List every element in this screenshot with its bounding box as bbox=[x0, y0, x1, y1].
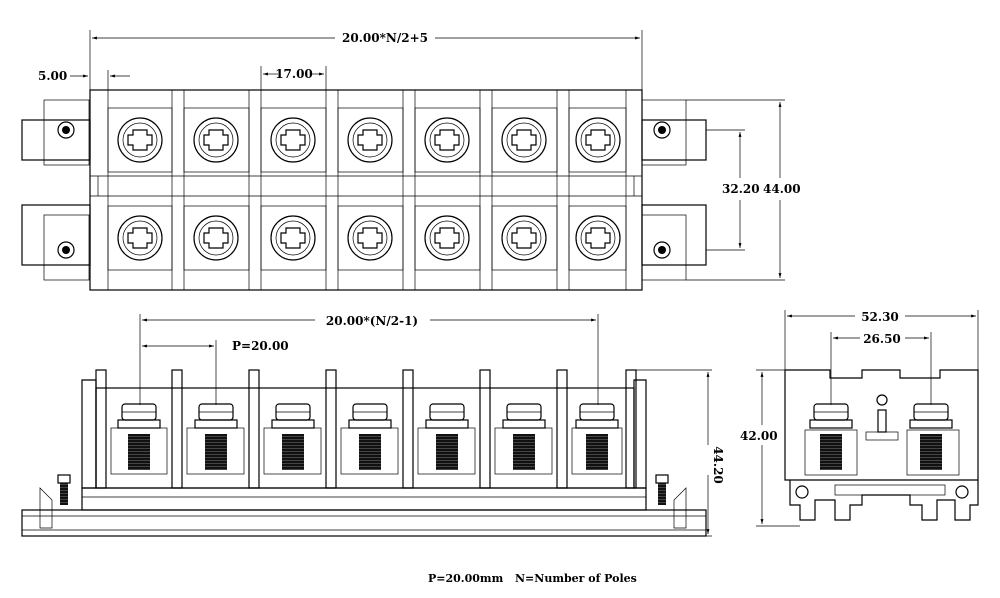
pitch-label: P=20.00 bbox=[232, 339, 289, 353]
dim-spacing: 17.00 bbox=[260, 66, 327, 90]
terminal-top-4 bbox=[337, 107, 404, 173]
footnote-poles: N=Number of Poles bbox=[515, 572, 637, 585]
side-screw-right bbox=[906, 403, 960, 476]
side-view: 52.30 26.50 42.00 bbox=[740, 310, 979, 527]
side-screw-left bbox=[804, 403, 858, 476]
top-row-terminals bbox=[107, 107, 627, 173]
front-barriers bbox=[95, 369, 637, 489]
dim-side-height: 42.00 bbox=[740, 369, 800, 527]
terminal-bottom-6 bbox=[491, 205, 558, 271]
side-height-label: 42.00 bbox=[740, 429, 778, 443]
dim-pitch: P=20.00 bbox=[142, 339, 289, 405]
front-screw-7 bbox=[571, 403, 623, 475]
terminal-bottom-3 bbox=[260, 205, 327, 271]
side-housing bbox=[784, 369, 979, 481]
terminal-bottom-7 bbox=[568, 205, 627, 271]
terminal-bottom-4 bbox=[337, 205, 404, 271]
front-screw-5 bbox=[417, 403, 476, 475]
terminal-top-1 bbox=[107, 107, 173, 173]
top-barriers bbox=[89, 89, 643, 291]
front-screw-2 bbox=[186, 403, 245, 475]
mounting-tab-left bbox=[21, 99, 91, 281]
offset-label: 5.00 bbox=[38, 69, 67, 83]
terminal-top-3 bbox=[260, 107, 327, 173]
spacing-label: 17.00 bbox=[275, 67, 313, 81]
inner-height-label: 32.20 bbox=[722, 182, 760, 196]
terminal-bottom-1 bbox=[107, 205, 173, 271]
terminal-bottom-2 bbox=[183, 205, 250, 271]
dim-offset: 5.00 bbox=[38, 69, 130, 90]
dim-side-inner: 26.50 bbox=[830, 332, 932, 405]
dim-outer-height: 44.00 bbox=[686, 99, 801, 281]
front-screw-4 bbox=[340, 403, 399, 475]
front-height-label: 44.20 bbox=[711, 446, 725, 484]
din-rail bbox=[21, 487, 707, 537]
terminal-top-5 bbox=[414, 107, 481, 173]
dim-front-span: 20.00*(N/2-1) bbox=[139, 314, 599, 405]
top-width-label: 20.00*N/2+5 bbox=[342, 31, 428, 45]
mounting-tab-right bbox=[641, 99, 707, 281]
front-screws bbox=[110, 403, 623, 475]
terminal-top-2 bbox=[183, 107, 250, 173]
top-view: 20.00*N/2+5 5.00 17.00 32.20 bbox=[21, 30, 801, 291]
front-span-label: 20.00*(N/2-1) bbox=[326, 314, 418, 328]
end-screw-right bbox=[655, 474, 669, 505]
terminal-top-6 bbox=[491, 107, 558, 173]
terminal-top-7 bbox=[568, 107, 627, 173]
terminal-bottom-5 bbox=[414, 205, 481, 271]
front-screw-3 bbox=[263, 403, 322, 475]
side-width-label: 52.30 bbox=[861, 310, 899, 324]
front-screw-6 bbox=[494, 403, 553, 475]
dim-side-width: 52.30 bbox=[784, 310, 979, 370]
side-inner-label: 26.50 bbox=[863, 332, 901, 346]
front-view: 20.00*(N/2-1) P=20.00 44.20 bbox=[21, 314, 725, 537]
dim-top-width: 20.00*N/2+5 bbox=[89, 30, 643, 90]
footnote-pitch: P=20.00mm bbox=[428, 572, 504, 585]
dim-inner-height: 32.20 bbox=[706, 129, 760, 251]
front-screw-1 bbox=[110, 403, 168, 475]
bottom-row-terminals bbox=[107, 205, 627, 271]
end-screw-left bbox=[57, 474, 71, 505]
dim-front-height: 44.20 bbox=[636, 369, 725, 537]
footnote: P=20.00mm N=Number of Poles bbox=[428, 572, 637, 585]
outer-height-label: 44.00 bbox=[763, 182, 801, 196]
